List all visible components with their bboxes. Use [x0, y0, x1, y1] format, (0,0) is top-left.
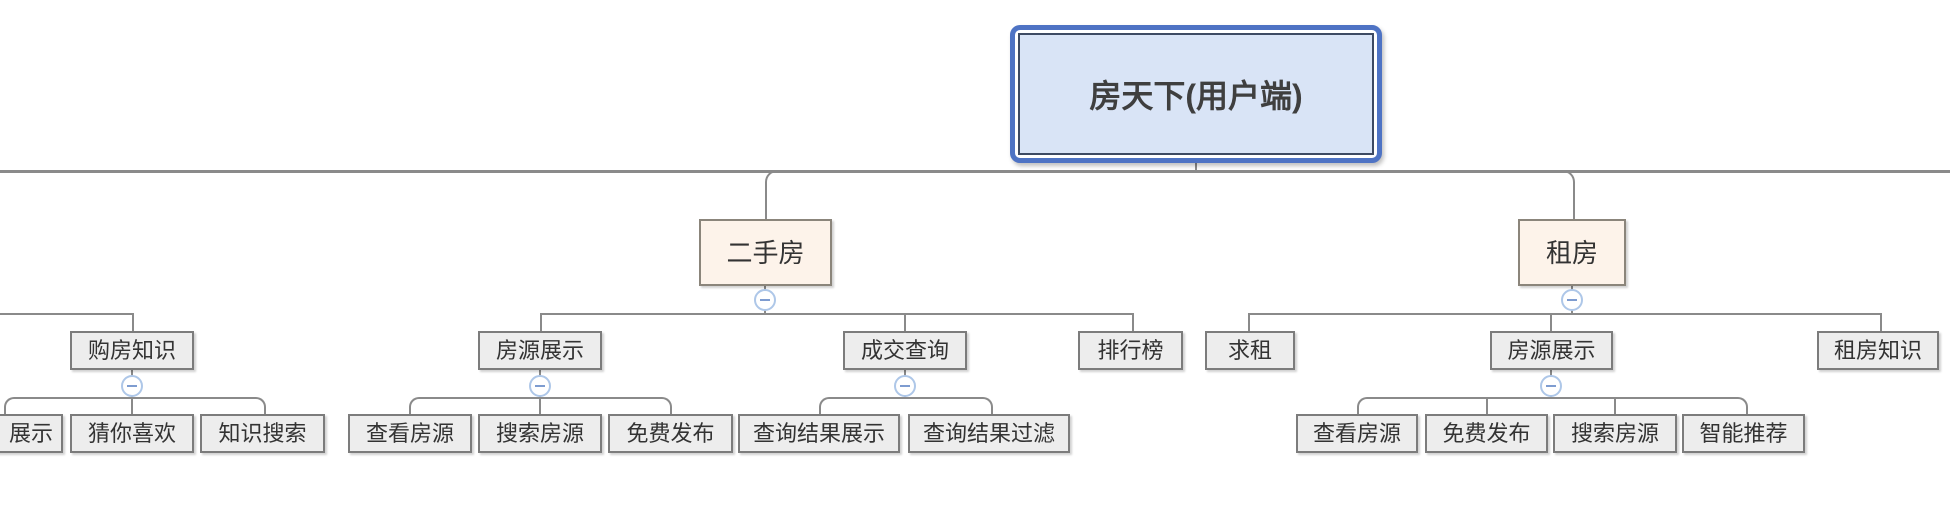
root-label: 房天下(用户端) [1018, 33, 1374, 155]
connector-drop-searchlisting-sh [539, 397, 541, 414]
connector-drop-dealquery [904, 313, 906, 331]
node-free-publish-rent[interactable]: 免费发布 [1425, 414, 1548, 453]
collapse-icon-secondhand[interactable] [754, 289, 776, 311]
collapse-icon-buyknowledge[interactable] [121, 375, 143, 397]
minus-icon [535, 385, 545, 387]
connector-buyknowledge-rail [0, 313, 134, 333]
connector-root-rail [0, 170, 1950, 173]
minus-icon [760, 299, 770, 301]
connector-group-rentlisting [1357, 397, 1748, 416]
node-listing-display-rent[interactable]: 房源展示 [1490, 331, 1613, 370]
collapse-icon-dealquery[interactable] [894, 375, 916, 397]
node-ranking[interactable]: 排行榜 [1078, 331, 1183, 370]
connector-root-stem [1195, 163, 1197, 171]
connector-drop-rentlisting [1550, 313, 1552, 331]
connector-secondhand-rail [540, 313, 1134, 333]
node-view-listing-secondhand[interactable]: 查看房源 [348, 414, 472, 453]
collapse-icon-rentlisting[interactable] [1540, 375, 1562, 397]
collapse-icon-shlisting[interactable] [529, 375, 551, 397]
connector-drop-guessyoulike [131, 397, 133, 414]
node-query-result-filter[interactable]: 查询结果过滤 [908, 414, 1070, 453]
node-query-result-display[interactable]: 查询结果展示 [738, 414, 900, 453]
node-display-clipped[interactable]: 展示 [0, 414, 63, 453]
node-search-listing-secondhand[interactable]: 搜索房源 [478, 414, 602, 453]
connector-drop-searchlisting-rent [1614, 397, 1616, 414]
node-view-listing-rent[interactable]: 查看房源 [1296, 414, 1418, 453]
collapse-icon-rent[interactable] [1561, 289, 1583, 311]
minus-icon [1567, 299, 1577, 301]
node-buy-knowledge[interactable]: 购房知识 [70, 331, 194, 370]
node-guess-you-like[interactable]: 猜你喜欢 [70, 414, 194, 453]
node-deal-query[interactable]: 成交查询 [843, 331, 967, 370]
node-root[interactable]: 房天下(用户端) [1010, 25, 1382, 163]
connector-drop-secondhand [765, 170, 783, 221]
minus-icon [127, 385, 137, 387]
connector-group-dealquery [819, 397, 993, 416]
node-smart-recommend[interactable]: 智能推荐 [1682, 414, 1805, 453]
minus-icon [900, 385, 910, 387]
node-rent-house[interactable]: 租房 [1518, 219, 1626, 286]
connector-drop-freepublish-rent [1486, 397, 1488, 414]
node-search-listing-rent[interactable]: 搜索房源 [1553, 414, 1677, 453]
node-second-hand-house[interactable]: 二手房 [699, 219, 832, 286]
node-knowledge-search[interactable]: 知识搜索 [200, 414, 325, 453]
connector-drop-rent [1557, 170, 1575, 221]
node-free-publish-secondhand[interactable]: 免费发布 [608, 414, 733, 453]
node-seek-rent[interactable]: 求租 [1205, 331, 1295, 370]
minus-icon [1546, 385, 1556, 387]
connector-group-buyknowledge [4, 397, 266, 416]
node-listing-display-secondhand[interactable]: 房源展示 [478, 331, 602, 370]
node-rent-knowledge[interactable]: 租房知识 [1817, 331, 1939, 370]
connector-rent-rail [1248, 313, 1882, 333]
